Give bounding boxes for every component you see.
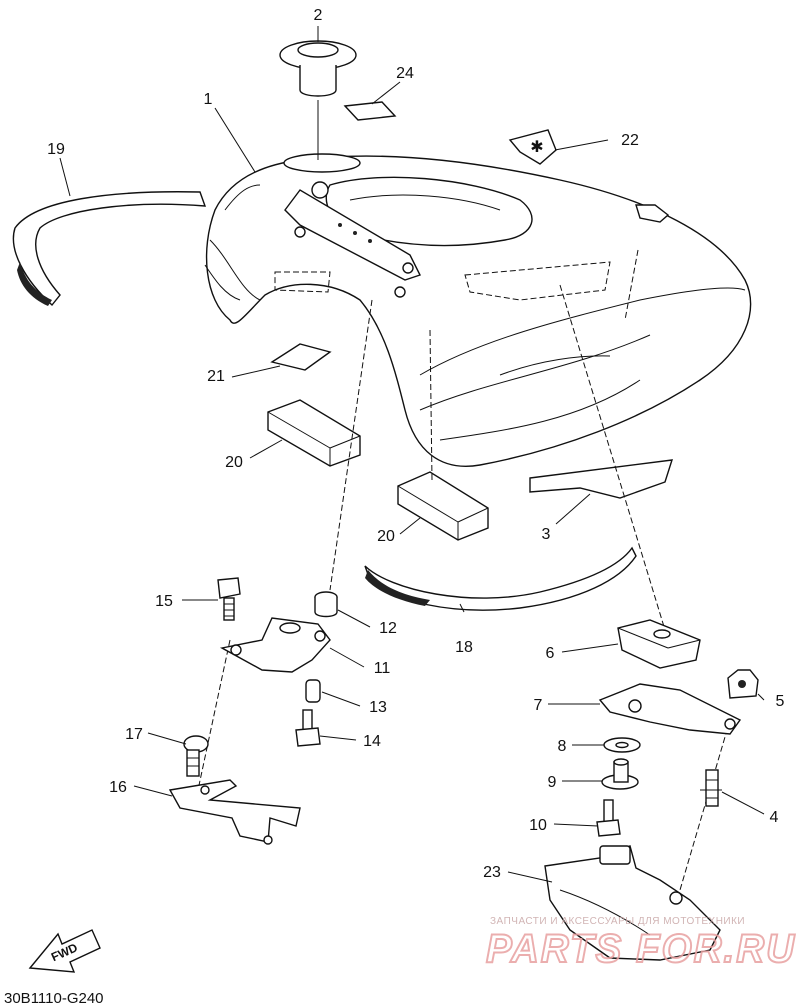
forward-arrow-icon: FWD xyxy=(28,929,101,973)
callout-6: 6 xyxy=(546,645,555,662)
callout-5: 5 xyxy=(776,693,785,710)
bracket-23 xyxy=(544,845,721,961)
nut-5 xyxy=(727,669,759,699)
callout-9: 9 xyxy=(548,774,557,791)
bracket-16 xyxy=(168,779,301,845)
axis-line-4 xyxy=(679,719,731,891)
fuel-tank xyxy=(204,153,752,467)
callout-2: 2 xyxy=(314,7,323,24)
bracket-11 xyxy=(219,617,331,673)
callout-21: 21 xyxy=(207,368,225,385)
axis-line-16 xyxy=(197,639,231,791)
callout-15: 15 xyxy=(155,593,173,610)
grommet-12 xyxy=(314,591,338,618)
axis-line-12 xyxy=(329,299,373,591)
bolt-17 xyxy=(183,735,209,777)
callout-11: 11 xyxy=(374,660,391,677)
watermark-brand: PARTS FOR.RU xyxy=(486,927,796,971)
callout-13: 13 xyxy=(369,699,387,716)
callout-20a: 20 xyxy=(225,454,243,471)
emblem-3 xyxy=(529,459,673,499)
callout-12: 12 xyxy=(379,620,397,637)
callout-labels: 1 2 3 4 5 6 7 8 9 10 11 12 13 14 15 16 1… xyxy=(47,7,784,881)
callout-10: 10 xyxy=(529,817,547,834)
callout-20b: 20 xyxy=(377,528,395,545)
diagram-code: 30B1110-G240 xyxy=(4,990,104,1007)
callout-19: 19 xyxy=(47,141,65,158)
washer-8 xyxy=(603,737,641,753)
bolt-10 xyxy=(596,799,621,837)
callout-8: 8 xyxy=(558,738,567,755)
emblem-22: ✱ xyxy=(508,129,557,165)
callout-18: 18 xyxy=(455,639,473,656)
watermark: ЗАПЧАСТИ И АКСЕССУАРЫ ДЛЯ МОТОТЕХНИКИ PA… xyxy=(485,916,796,972)
callout-24: 24 xyxy=(396,65,414,82)
callout-16: 16 xyxy=(109,779,127,796)
svg-text:✱: ✱ xyxy=(530,139,543,156)
stud-4 xyxy=(700,769,722,807)
plate-7 xyxy=(598,683,742,735)
callout-3: 3 xyxy=(542,526,551,543)
damper-20-right xyxy=(397,471,489,541)
collar-9 xyxy=(601,758,639,790)
damper-20-left xyxy=(267,399,361,467)
callout-7: 7 xyxy=(534,697,543,714)
leader-lines xyxy=(59,26,765,883)
pad-21 xyxy=(270,343,332,371)
bolt-15 xyxy=(217,577,241,621)
side-trim-19 xyxy=(12,191,207,307)
callout-23: 23 xyxy=(483,864,501,881)
axis-line-20 xyxy=(429,329,433,481)
bolt-14 xyxy=(295,709,321,747)
axis-line-rear xyxy=(559,284,666,631)
callout-4: 4 xyxy=(770,809,779,826)
callout-14: 14 xyxy=(363,733,381,750)
axis-line-front xyxy=(624,249,639,321)
watermark-tagline: ЗАПЧАСТИ И АКСЕССУАРЫ ДЛЯ МОТОТЕХНИКИ xyxy=(490,916,745,927)
collar-13 xyxy=(305,679,321,703)
lower-trim-18 xyxy=(364,546,637,611)
callout-22: 22 xyxy=(621,132,639,149)
callout-1: 1 xyxy=(204,91,213,108)
label-24-sticker xyxy=(343,101,397,121)
fuel-cap xyxy=(279,40,357,160)
callout-17: 17 xyxy=(125,726,143,743)
rubber-6 xyxy=(617,619,701,669)
